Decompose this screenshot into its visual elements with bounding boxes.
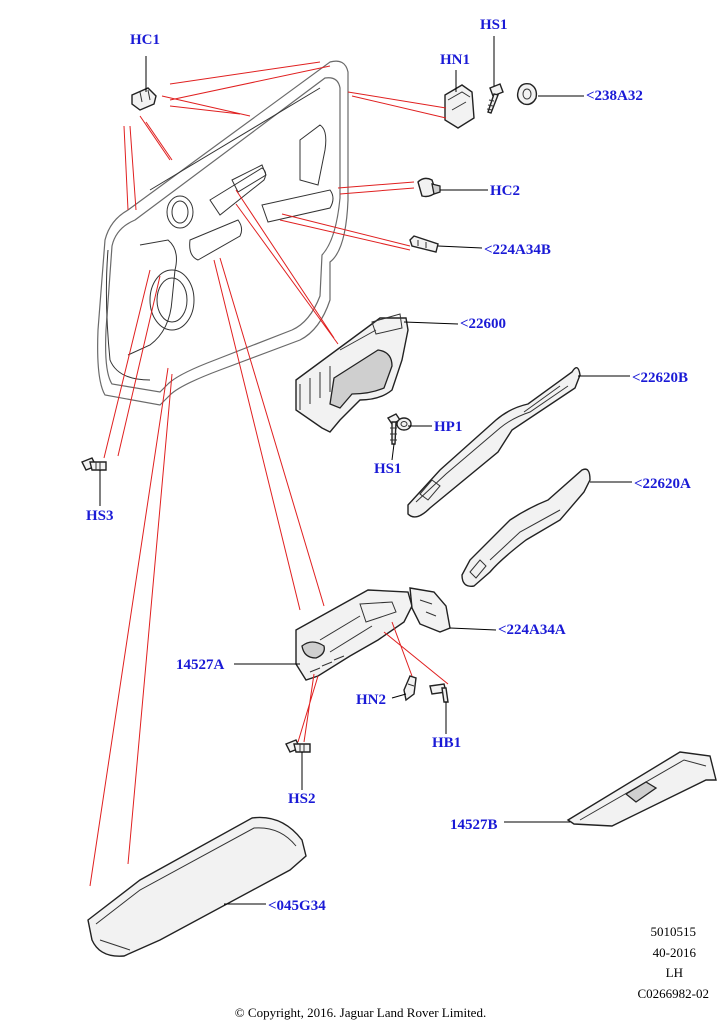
- callout-22620b: <22620B: [632, 370, 689, 386]
- part-238a32: [516, 82, 538, 106]
- callout-224a34a: <224A34A: [498, 622, 566, 638]
- screw-hs3: [81, 457, 107, 471]
- copyright-notice: © Copyright, 2016. Jaguar Land Rover Lim…: [234, 1005, 487, 1020]
- meta-line-3: LH: [665, 965, 683, 980]
- part-045g34-armrest: [87, 816, 307, 957]
- screw-hs1-mid: [386, 413, 402, 445]
- part-14527b-switch-bezel: [566, 751, 717, 827]
- callout-14527b: 14527B: [450, 817, 498, 833]
- clip-hp1: [396, 417, 412, 431]
- callout-hn2: HN2: [356, 692, 386, 708]
- callout-14527a: 14527A: [176, 657, 225, 673]
- part-224a34a: [409, 587, 451, 633]
- part-22620b-bezel: [407, 367, 581, 518]
- callout-22600: <22600: [460, 316, 507, 332]
- callout-hs2: HS2: [288, 791, 316, 807]
- screw-hs1-top: [486, 83, 504, 114]
- callout-22620a: <22620A: [634, 476, 691, 492]
- part-22620a-bezel: [461, 468, 591, 587]
- clip-hc2: [417, 177, 441, 198]
- callout-224a34b: <224A34B: [484, 242, 551, 258]
- callout-hs3: HS3: [86, 508, 114, 524]
- part-224a34b: [409, 235, 439, 253]
- callout-hs1-mid: HS1: [374, 461, 402, 477]
- screw-hs2: [285, 739, 311, 753]
- part-22600-handle: [295, 313, 409, 433]
- meta-line-1: 5010515: [650, 924, 697, 939]
- part-14527a-switch-housing: [295, 589, 413, 681]
- callout-hp1: HP1: [434, 419, 463, 435]
- nut-hn2: [403, 675, 417, 702]
- clip-hc1: [131, 87, 157, 111]
- callout-238a32: <238A32: [586, 88, 643, 104]
- bolt-hb1: [429, 683, 449, 703]
- door-trim-panel: [97, 60, 349, 406]
- callout-hc2: HC2: [490, 183, 520, 199]
- meta-line-2: 40-2016: [652, 945, 696, 960]
- callout-hn1: HN1: [440, 52, 470, 68]
- callout-hb1: HB1: [432, 735, 462, 751]
- callout-hs1-top: HS1: [480, 17, 508, 33]
- callout-045g34: <045G34: [268, 898, 326, 914]
- black-leader-lines: [99, 36, 632, 905]
- red-leader-lines: [89, 61, 449, 887]
- meta-line-4: C0266982-02: [637, 986, 710, 1001]
- nut-hn1: [444, 84, 475, 129]
- callout-hc1: HC1: [130, 32, 160, 48]
